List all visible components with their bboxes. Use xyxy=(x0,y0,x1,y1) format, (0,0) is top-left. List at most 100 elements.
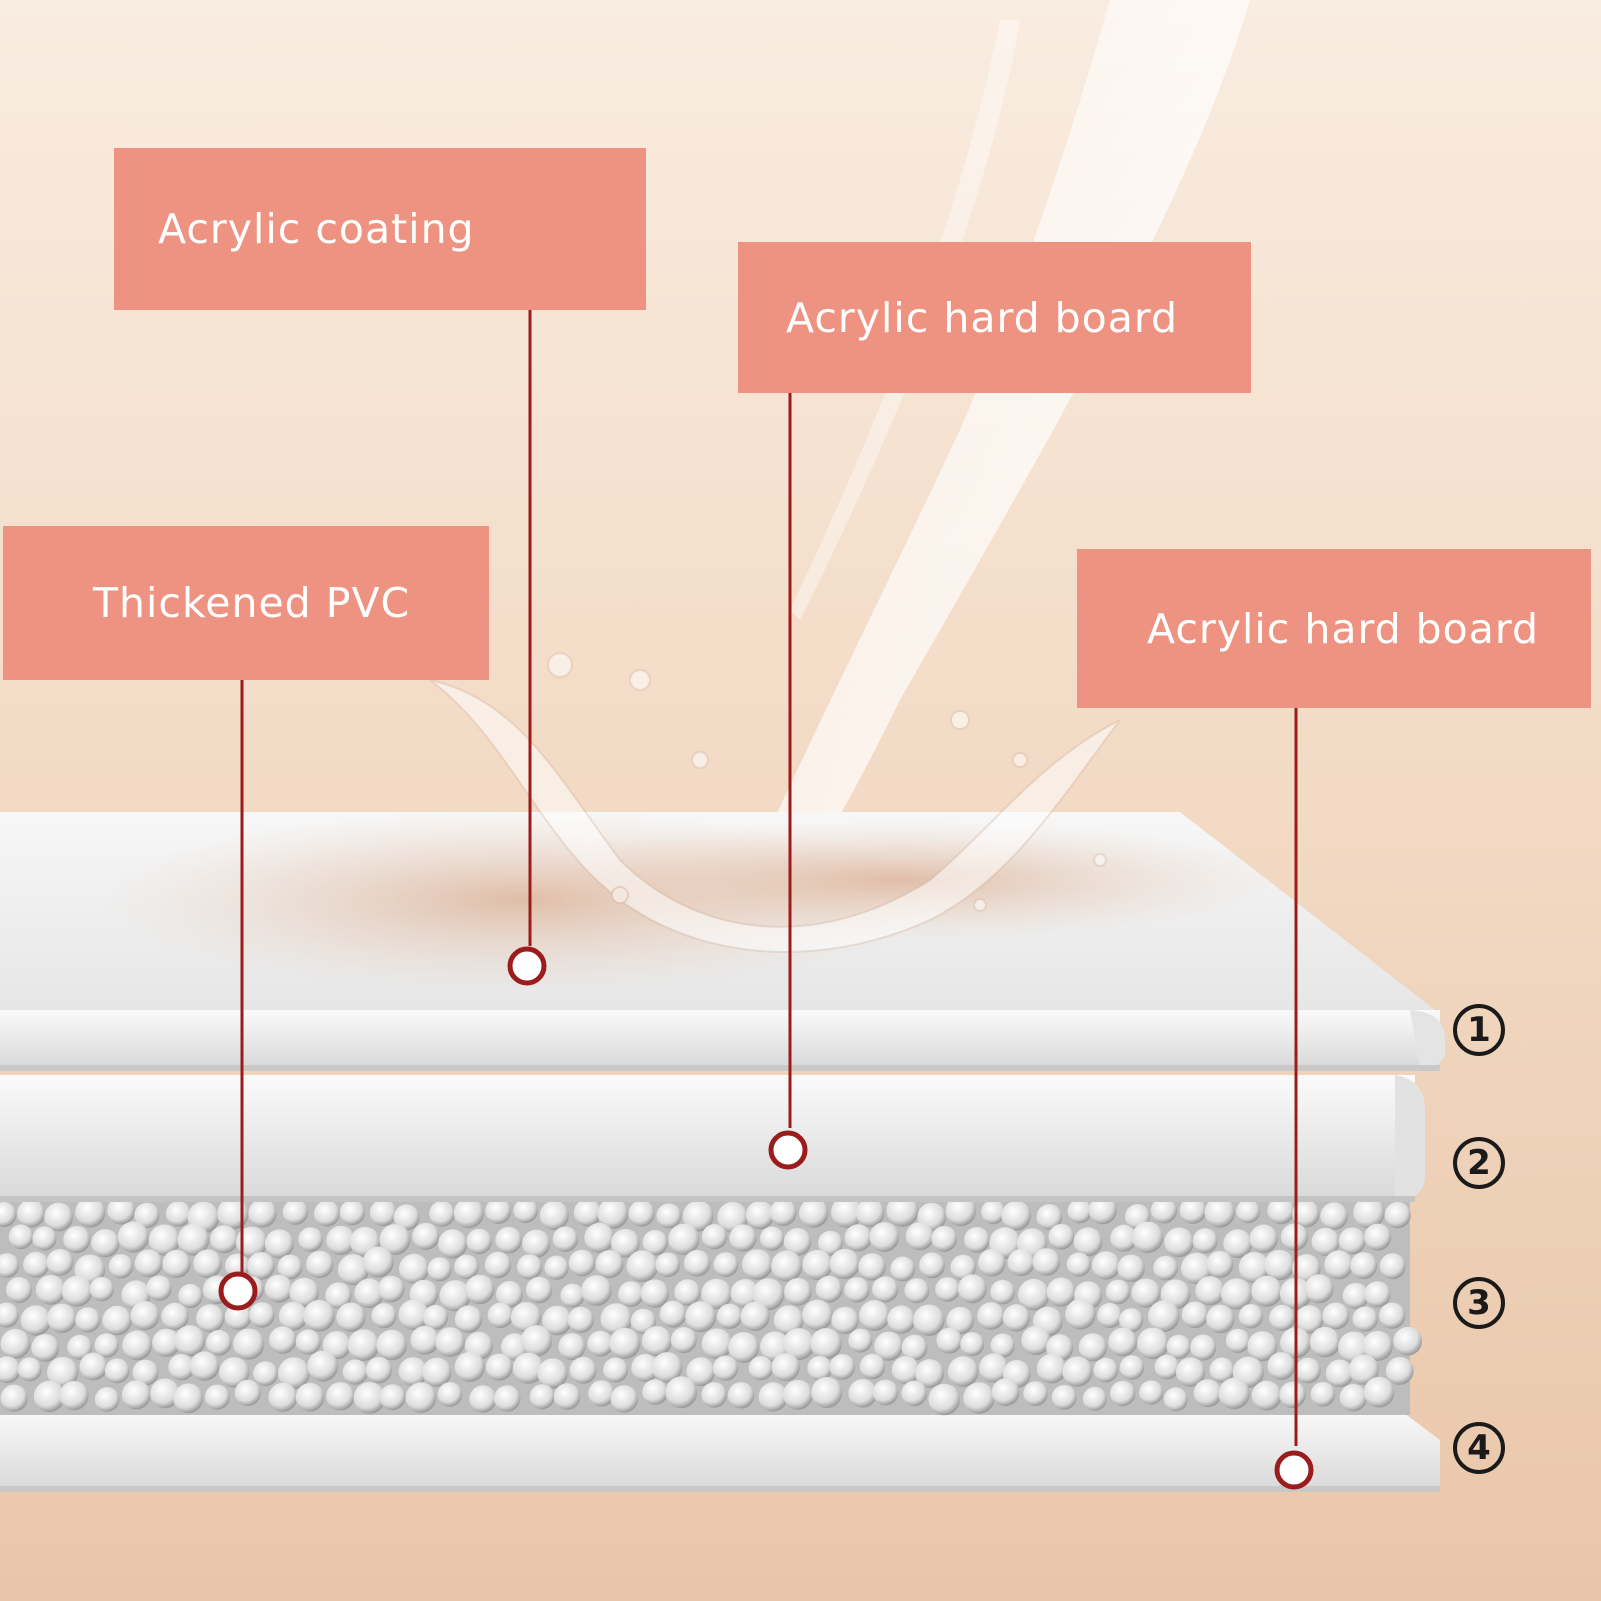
pvc-bead xyxy=(740,1301,770,1331)
pvc-bead xyxy=(848,1328,873,1353)
pvc-bead xyxy=(517,1254,543,1280)
pvc-bead xyxy=(1002,1304,1030,1332)
pvc-bead xyxy=(193,1249,222,1278)
pvc-bead xyxy=(1091,1251,1121,1280)
pvc-bead xyxy=(0,1328,31,1359)
pvc-bead xyxy=(152,1328,181,1357)
pvc-bead xyxy=(1097,1302,1123,1328)
pvc-bead xyxy=(31,1334,60,1362)
pvc-bead xyxy=(609,1327,641,1359)
pvc-bead xyxy=(1036,1204,1063,1230)
pvc-bead xyxy=(234,1379,261,1406)
pvc-bead xyxy=(931,1225,958,1252)
pvc-bead xyxy=(928,1383,960,1416)
pvc-bead xyxy=(47,1303,77,1334)
pvc-bead xyxy=(977,1302,1005,1330)
pvc-bead xyxy=(618,1281,644,1307)
pvc-bead xyxy=(874,1331,904,1361)
pvc-bead xyxy=(529,1384,555,1410)
pvc-bead xyxy=(610,1385,638,1413)
pvc-bead xyxy=(35,1275,66,1305)
pvc-bead xyxy=(278,1301,308,1331)
pvc-bead xyxy=(844,1224,872,1252)
pvc-bead xyxy=(44,1202,73,1232)
pvc-bead xyxy=(1209,1357,1235,1383)
pvc-bead xyxy=(377,1275,405,1303)
pvc-bead xyxy=(189,1351,220,1381)
pvc-bead xyxy=(783,1228,812,1256)
pvc-bead xyxy=(701,1328,733,1360)
pvc-bead xyxy=(496,1281,523,1308)
pvc-bead xyxy=(729,1224,757,1252)
pvc-bead xyxy=(466,1228,492,1255)
pvc-bead xyxy=(67,1334,93,1360)
pvc-bead xyxy=(1236,1199,1261,1224)
pvc-bead xyxy=(600,1303,633,1335)
pvc-bead xyxy=(1384,1202,1411,1229)
pvc-bead xyxy=(412,1222,440,1250)
pvc-bead xyxy=(950,1254,976,1281)
pvc-bead xyxy=(162,1249,191,1278)
pvc-bead xyxy=(410,1325,440,1355)
pvc-bead xyxy=(655,1252,680,1278)
pvc-bead xyxy=(727,1382,755,1409)
liquid-stream xyxy=(740,0,1250,900)
pvc-bead xyxy=(307,1350,339,1382)
pvc-bead xyxy=(224,1253,250,1279)
pvc-bead xyxy=(354,1278,384,1309)
pvc-bead xyxy=(872,1276,899,1303)
pvc-bead xyxy=(611,1228,640,1258)
pvc-bead xyxy=(1350,1252,1378,1280)
pvc-bead xyxy=(597,1198,629,1229)
pvc-bead xyxy=(1249,1224,1278,1253)
pvc-bead xyxy=(947,1356,979,1387)
pvc-bead xyxy=(1269,1304,1296,1331)
pvc-bead xyxy=(362,1246,394,1278)
pvc-bead xyxy=(1181,1252,1213,1285)
pvc-bead xyxy=(1131,1221,1164,1254)
pvc-bead xyxy=(1179,1197,1207,1224)
pvc-bead xyxy=(1163,1387,1188,1412)
pvc-bead xyxy=(829,1354,856,1380)
pvc-bead xyxy=(94,1333,119,1358)
pvc-bead xyxy=(1324,1250,1354,1280)
pvc-bead xyxy=(376,1329,408,1361)
pvc-bead xyxy=(730,1279,760,1308)
pvc-bead xyxy=(453,1198,484,1229)
pvc-bead xyxy=(1119,1308,1144,1333)
pvc-bead xyxy=(0,1253,20,1278)
pvc-bead xyxy=(1032,1248,1061,1276)
pvc-bead xyxy=(558,1333,586,1361)
pvc-bead xyxy=(1325,1359,1354,1388)
pvc-bead xyxy=(134,1202,160,1228)
pvc-bead xyxy=(347,1329,380,1361)
pvc-bead xyxy=(1073,1227,1103,1257)
pvc-bead xyxy=(196,1304,225,1333)
pvc-bead xyxy=(224,1303,252,1331)
pvc-bead xyxy=(1364,1281,1391,1308)
pvc-bead xyxy=(674,1279,701,1306)
pvc-bead xyxy=(668,1223,700,1255)
pvc-bead xyxy=(399,1253,429,1284)
pvc-bead xyxy=(568,1249,596,1277)
pvc-bead xyxy=(1362,1330,1393,1361)
board-layer-1 xyxy=(0,810,1445,1071)
pvc-bead xyxy=(495,1226,522,1254)
pvc-bead xyxy=(701,1224,728,1250)
pvc-bead xyxy=(314,1200,340,1227)
pvc-bead xyxy=(1353,1197,1385,1229)
label-thickened-pvc-text: Thickened PVC xyxy=(93,579,411,627)
pvc-bead xyxy=(1131,1278,1161,1308)
pvc-bead xyxy=(1304,1274,1334,1304)
pvc-bead xyxy=(337,1254,369,1286)
pvc-bead xyxy=(1223,1229,1253,1259)
pvc-bead xyxy=(233,1328,265,1360)
pvc-bead xyxy=(520,1325,553,1357)
pvc-bead xyxy=(642,1379,668,1405)
pvc-bead xyxy=(1166,1334,1191,1359)
pvc-bead xyxy=(1339,1384,1368,1412)
pvc-bead xyxy=(544,1255,569,1280)
pvc-bead xyxy=(553,1383,581,1410)
pvc-bead xyxy=(1385,1357,1414,1385)
pvc-bead xyxy=(512,1352,545,1384)
